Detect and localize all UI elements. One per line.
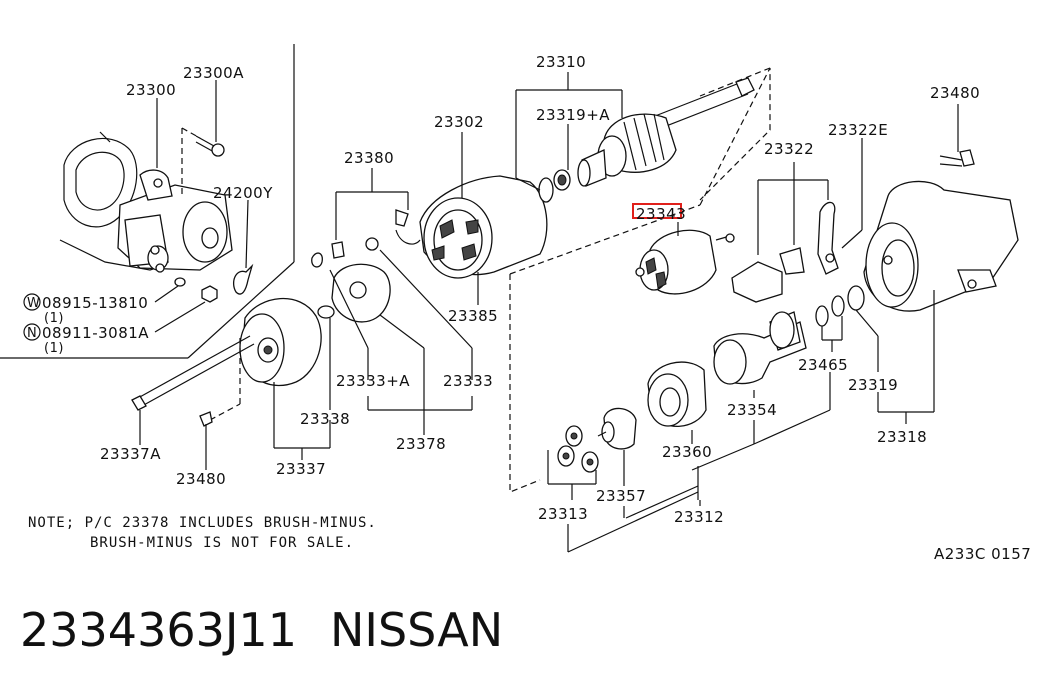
- w-marker-icon: [23, 293, 41, 311]
- label-23322: 23322: [764, 140, 814, 158]
- bolt-23300A-illustration: [195, 135, 225, 157]
- label-23480-bottom: 23480: [176, 470, 226, 488]
- label-23337A: 23337A: [100, 445, 161, 463]
- w-marker-letter: W: [27, 296, 40, 311]
- gear-shaft-illustration: [597, 407, 637, 450]
- rear-cover-illustration: [239, 297, 322, 387]
- label-23319: 23319: [848, 376, 898, 394]
- caption-part-number: 2334363J11: [20, 603, 297, 657]
- label-08911-3081A: 08911-3081A: [42, 324, 149, 342]
- label-08911-qty: (1): [44, 341, 64, 356]
- armature-illustration: [577, 77, 755, 187]
- label-23338: 23338: [300, 410, 350, 428]
- label-23385: 23385: [448, 307, 498, 325]
- solenoid-23343-illustration: [635, 229, 735, 295]
- diagram-code: A233C 0157: [934, 545, 1031, 563]
- n-marker-letter: N: [27, 326, 37, 341]
- label-08915-13810: 08915-13810: [42, 294, 148, 312]
- label-23465: 23465: [798, 356, 848, 374]
- label-08915-qty: (1): [44, 311, 64, 326]
- label-23300: 23300: [126, 81, 176, 99]
- starter-motor-assembly-illustration: [59, 131, 233, 273]
- note-line-2: BRUSH-MINUS IS NOT FOR SALE.: [90, 535, 354, 551]
- overrunning-clutch-illustration: [647, 361, 707, 427]
- highlight-box-23343[interactable]: [632, 203, 682, 219]
- front-housing-illustration: [863, 180, 1019, 312]
- planetary-gears-illustration: [557, 425, 599, 473]
- pinion-clutch-illustration: [713, 311, 807, 385]
- label-23480-top: 23480: [930, 84, 980, 102]
- label-23318: 23318: [877, 428, 927, 446]
- note-line-1: NOTE; P/C 23378 INCLUDES BRUSH-MINUS.: [28, 515, 377, 531]
- label-23337: 23337: [276, 460, 326, 478]
- label-23302: 23302: [434, 113, 484, 131]
- label-23343[interactable]: 23343: [636, 205, 686, 223]
- label-23360: 23360: [662, 443, 712, 461]
- label-23354: 23354: [727, 401, 777, 419]
- n-marker-icon: [23, 323, 41, 341]
- label-23310: 23310: [536, 53, 586, 71]
- yoke-housing-illustration: [419, 175, 548, 279]
- label-23313: 23313: [538, 505, 588, 523]
- caption-brand: NISSAN: [330, 603, 503, 657]
- label-23380: 23380: [344, 149, 394, 167]
- label-23322E: 23322E: [828, 121, 888, 139]
- label-23300A: 23300A: [183, 64, 244, 82]
- label-23357: 23357: [596, 487, 646, 505]
- label-24200Y: 24200Y: [213, 184, 273, 202]
- label-23333-A: 23333+A: [336, 372, 410, 390]
- label-23333: 23333: [443, 372, 493, 390]
- label-23312: 23312: [674, 508, 724, 526]
- label-23319-A: 23319+A: [536, 106, 610, 124]
- label-23378: 23378: [396, 435, 446, 453]
